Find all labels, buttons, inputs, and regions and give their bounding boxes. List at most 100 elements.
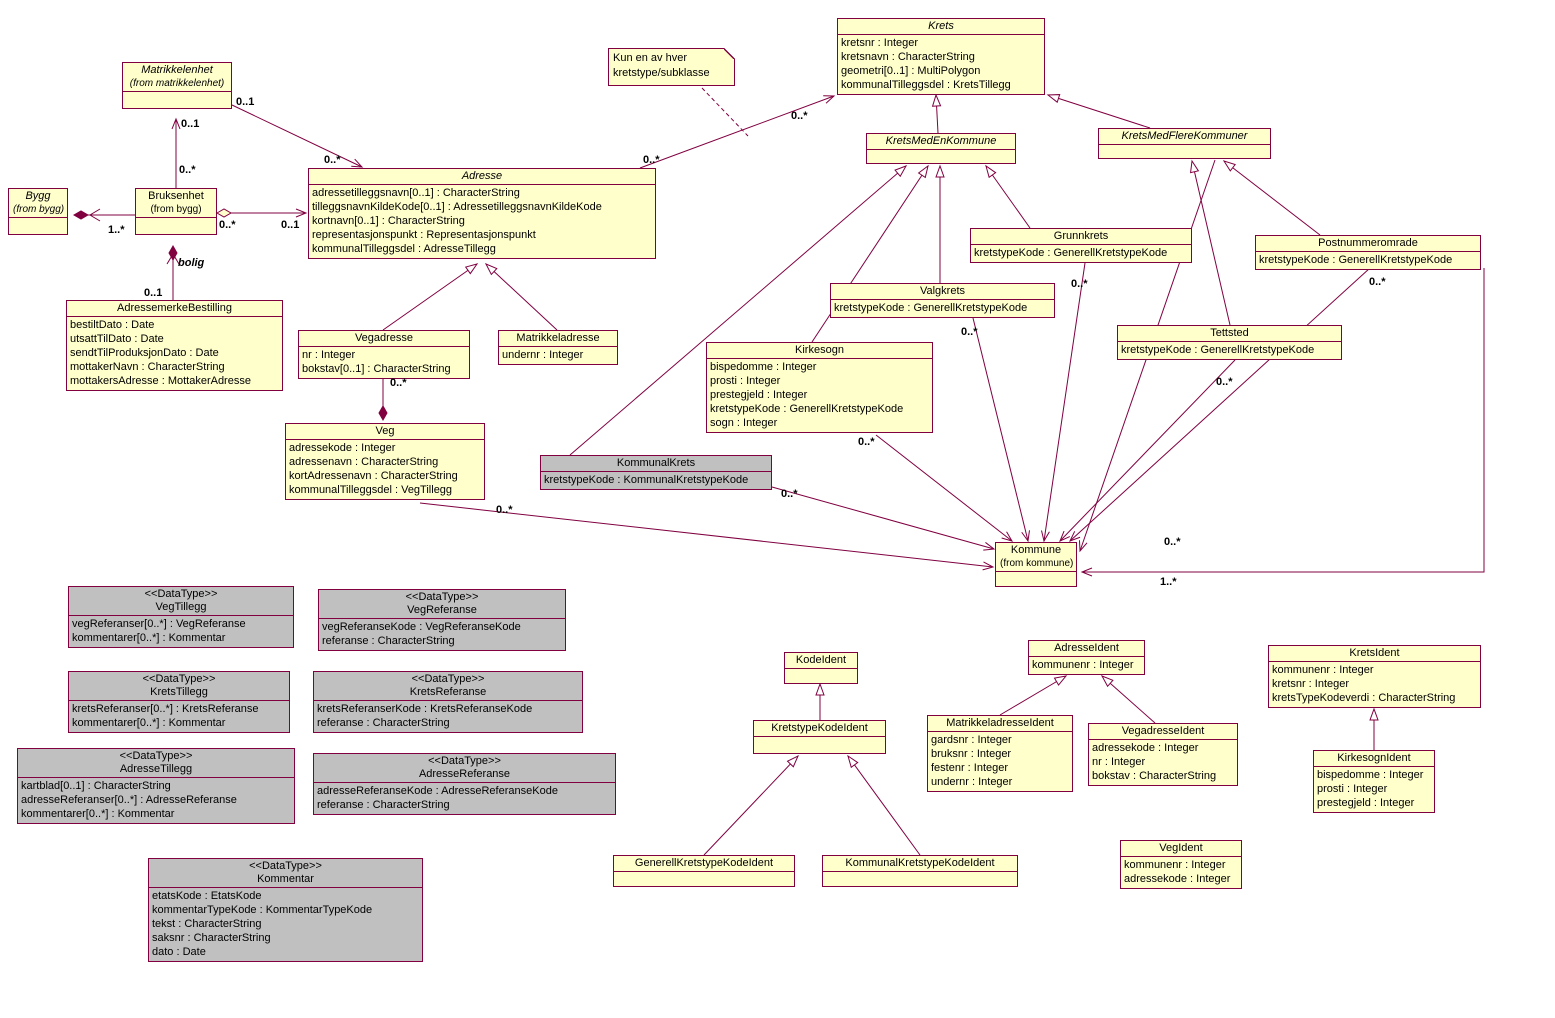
attributes-compartment [614, 872, 794, 886]
class-attribute: adressekode : Integer [289, 442, 396, 454]
class-attribute: vegReferanser[0..*] : VegReferanse [72, 618, 246, 630]
class-postnummeromrade[interactable]: Postnummeromrade kretstypeKode : Generell… [1255, 235, 1481, 270]
class-bruksenhet[interactable]: Bruksenhet(from bygg) [135, 188, 217, 235]
class-generellKretstypeKodeIdent[interactable]: GenerellKretstypeKodeIdent [613, 855, 795, 887]
class-name: Bygg [25, 190, 51, 202]
class-kommunalKretstypeKodeIdent[interactable]: KommunalKretstypeKodeIdent [822, 855, 1018, 887]
attributes-compartment [996, 572, 1076, 586]
stereotype-label: <<DataType>> [142, 673, 216, 685]
class-title-compartment: VegIdent [1121, 841, 1241, 857]
class-attribute: mottakerNavn : CharacterString [70, 361, 225, 373]
class-attribute: prosti : Integer [1317, 783, 1388, 795]
class-matrikkelenhet[interactable]: Matrikkelenhet(from matrikkelenhet) [122, 62, 232, 109]
class-attribute: referanse : CharacterString [317, 717, 450, 729]
uml-note[interactable]: Kun en av hver kretstype/subklasse [608, 48, 735, 86]
class-title-compartment: <<DataType>>AdresseTillegg [18, 749, 294, 778]
class-package-label: (from kommune) [1000, 558, 1074, 569]
class-name: Kirkesogn [795, 344, 844, 356]
multiplicity-label: 0..* [496, 504, 513, 516]
class-package-label: (from bygg) [13, 204, 65, 215]
class-valgkrets[interactable]: Valgkrets kretstypeKode : GenerellKretsty… [830, 283, 1055, 318]
class-attribute: kretsnr : Integer [841, 37, 919, 49]
class-adressemerkeBestilling[interactable]: AdressemerkeBestilling bestiltDato : Date… [66, 300, 283, 391]
class-title-compartment: AdressemerkeBestilling [67, 301, 282, 317]
class-attribute: kretstypeKode : GenerellKretstypeKode [1259, 254, 1453, 266]
class-name: Matrikkelenhet [141, 64, 213, 76]
class-name: VegadresseIdent [1121, 725, 1205, 737]
class-attribute: tilleggsnavnKildeKode[0..1] : Adressetil… [312, 201, 602, 213]
class-name: GenerellKretstypeKodeIdent [634, 857, 774, 869]
class-title-compartment: Bruksenhet(from bygg) [136, 189, 216, 218]
class-title-compartment: Veg [286, 424, 484, 440]
class-attribute: bestiltDato : Date [70, 319, 155, 331]
class-title-compartment: Postnummeromrade [1256, 236, 1480, 252]
class-attribute: tekst : CharacterString [152, 918, 262, 930]
attributes-compartment: kretstypeKode : KommunalKretstypeKode [541, 472, 771, 489]
class-attribute: etatsKode : EtatsKode [152, 890, 262, 902]
class-name: Valgkrets [919, 285, 966, 297]
class-attribute: utsattTilDato : Date [70, 333, 164, 345]
class-title-compartment: AdresseIdent [1029, 641, 1144, 657]
class-name: AdresseReferanse [418, 768, 511, 780]
class-title-compartment: <<DataType>>VegTillegg [69, 587, 293, 616]
class-name: Kommentar [257, 873, 314, 885]
class-vegTillegg[interactable]: <<DataType>>VegTillegg vegReferanser[0..*… [68, 586, 294, 648]
multiplicity-label: 0..* [1164, 536, 1181, 548]
stereotype-label: <<DataType>> [428, 755, 501, 767]
class-attribute: adresseReferanseKode : AdresseReferanseK… [317, 785, 558, 797]
class-kodeIdent[interactable]: KodeIdent [784, 652, 858, 684]
class-name: MatrikkeladresseIdent [946, 717, 1054, 729]
class-kretstypeKodeIdent[interactable]: KretstypeKodeIdent [753, 720, 886, 754]
class-name: Grunnkrets [1053, 230, 1109, 242]
attributes-compartment: kretsReferanserKode : KretsReferanseKode… [314, 701, 582, 732]
attributes-compartment: kretstypeKode : GenerellKretstypeKode [831, 300, 1054, 317]
class-attribute: prestegjeld : Integer [710, 389, 808, 401]
class-kommune[interactable]: Kommune (from kommune) [995, 542, 1077, 587]
class-attribute: saksnr : CharacterString [152, 932, 271, 944]
class-attribute: kommunalTilleggsdel : KretsTillegg [841, 79, 1011, 91]
multiplicity-label: 0..* [1071, 278, 1088, 290]
class-attribute: bispedomme : Integer [1317, 769, 1424, 781]
class-attribute: kretstypeKode : GenerellKretstypeKode [1121, 344, 1315, 356]
class-name: KretsReferanse [409, 686, 487, 698]
multiplicity-label: 0..1 [236, 96, 255, 108]
class-kretsMedFlereKommuner[interactable]: KretsMedFlereKommuner [1098, 128, 1271, 159]
multiplicity-label: 0..* [781, 488, 798, 500]
class-bygg[interactable]: Bygg (from bygg) [8, 188, 68, 235]
class-title-compartment: Vegadresse [299, 331, 469, 347]
class-attribute: prosti : Integer [710, 375, 781, 387]
class-kretsMedEnKommune[interactable]: KretsMedEnKommune [866, 133, 1016, 164]
class-adresseReferanse[interactable]: <<DataType>>AdresseReferanse adresseRefer… [313, 753, 616, 815]
class-attribute: prestegjeld : Integer [1317, 797, 1415, 809]
class-attribute: kretsReferanserKode : KretsReferanseKode [317, 703, 533, 715]
stereotype-label: <<DataType>> [144, 588, 218, 600]
attributes-compartment: kommunenr : Integer [1029, 657, 1144, 674]
class-name: Kommune [1010, 544, 1062, 556]
attributes-compartment [123, 92, 231, 108]
